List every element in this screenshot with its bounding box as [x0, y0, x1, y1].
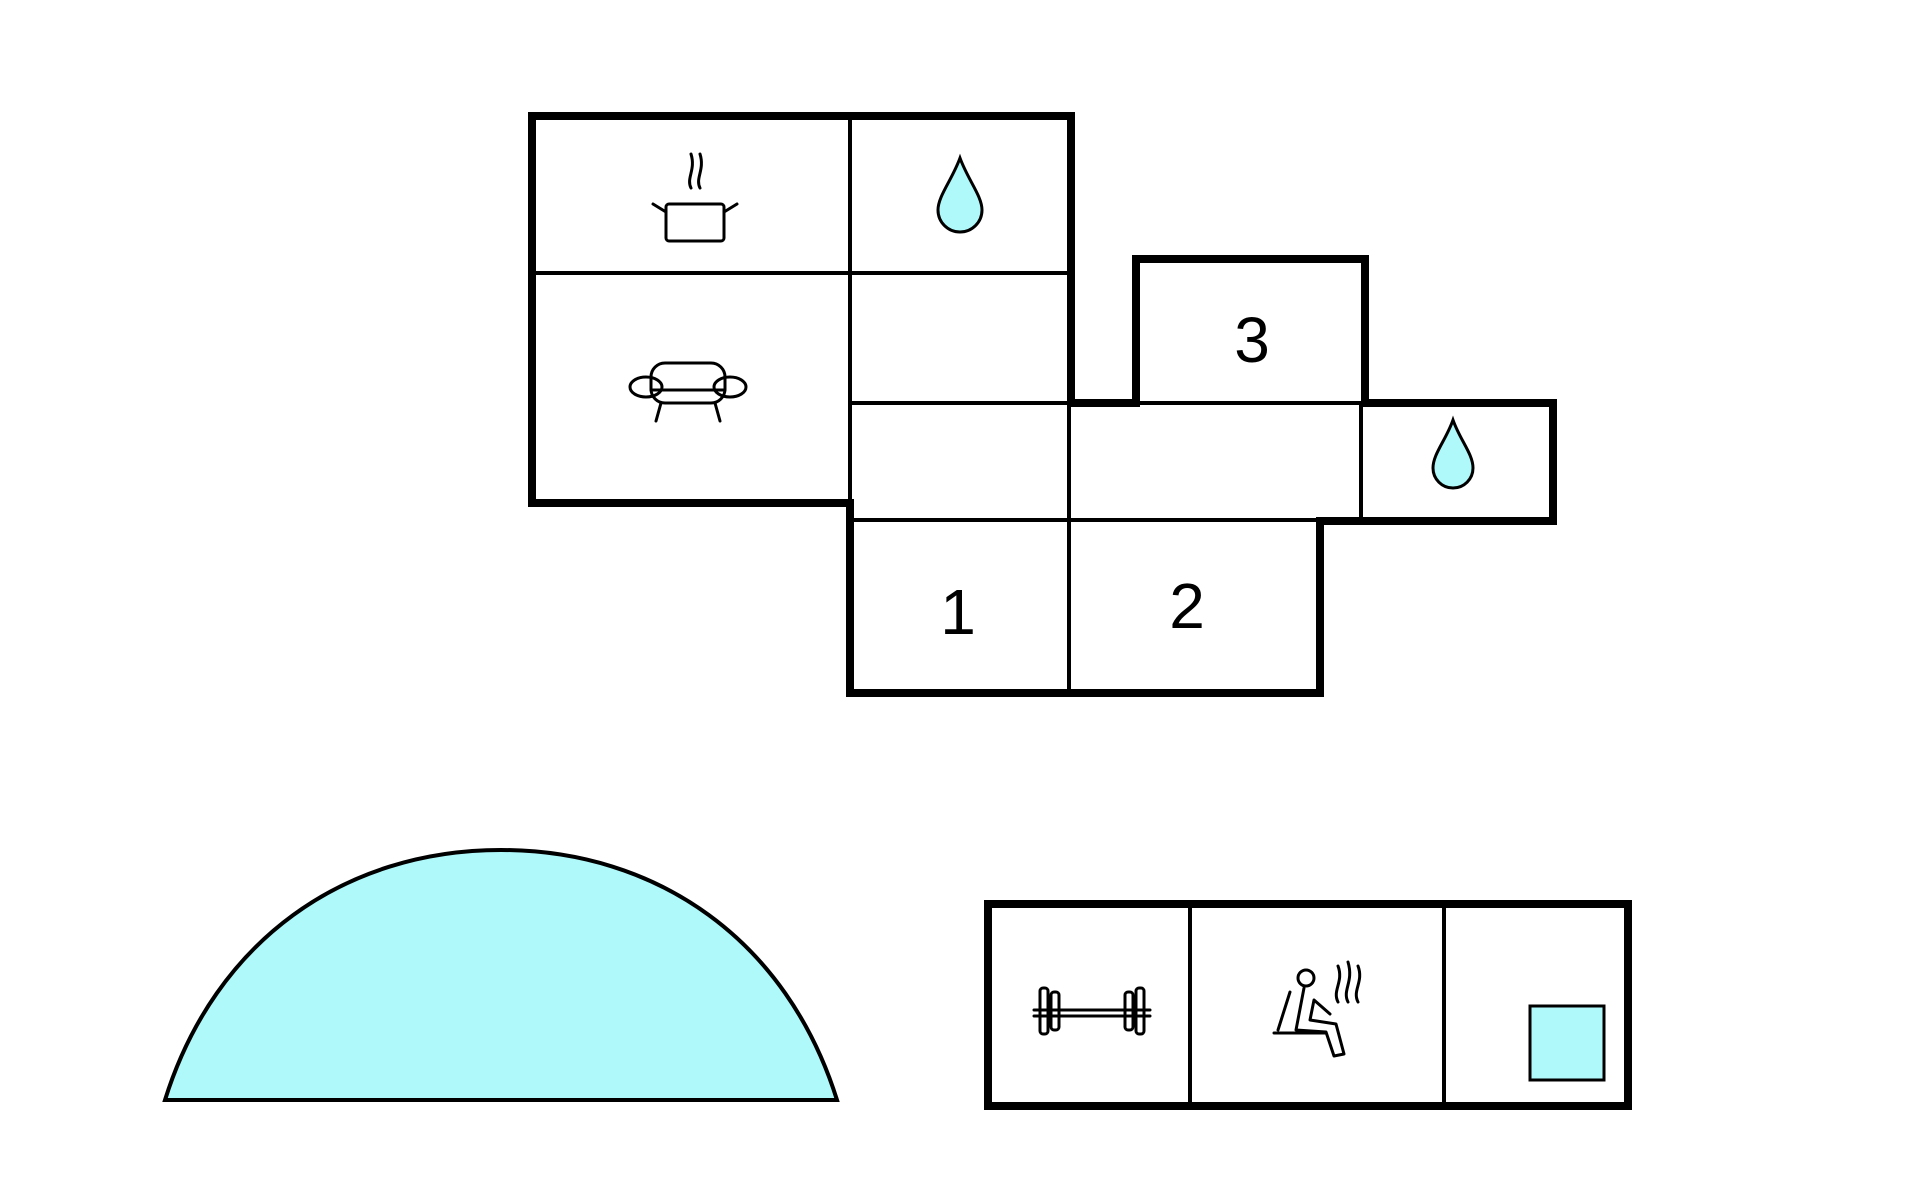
water-drop-icon — [936, 153, 984, 234]
bedroom-3-label: 3 — [1234, 304, 1270, 376]
cooking-pot-icon — [651, 152, 739, 243]
main-house: 1 2 3 — [528, 112, 1557, 697]
bedroom-1-label: 1 — [940, 576, 976, 648]
room-living — [628, 361, 748, 423]
barbell-icon — [1032, 986, 1152, 1036]
room-bathroom-right — [1431, 415, 1475, 490]
room-kitchen — [651, 152, 739, 243]
annex-outer-wall — [984, 900, 1632, 1110]
outdoor-pool — [162, 847, 840, 1102]
sofa-icon — [628, 361, 748, 423]
annex-building — [984, 900, 1632, 1110]
bedroom-2-label: 2 — [1169, 570, 1205, 642]
room-bathroom-upper — [936, 153, 984, 234]
indoor-pool-icon — [1528, 1004, 1606, 1082]
water-drop-icon — [1431, 415, 1475, 490]
sauna-icon — [1272, 960, 1362, 1058]
